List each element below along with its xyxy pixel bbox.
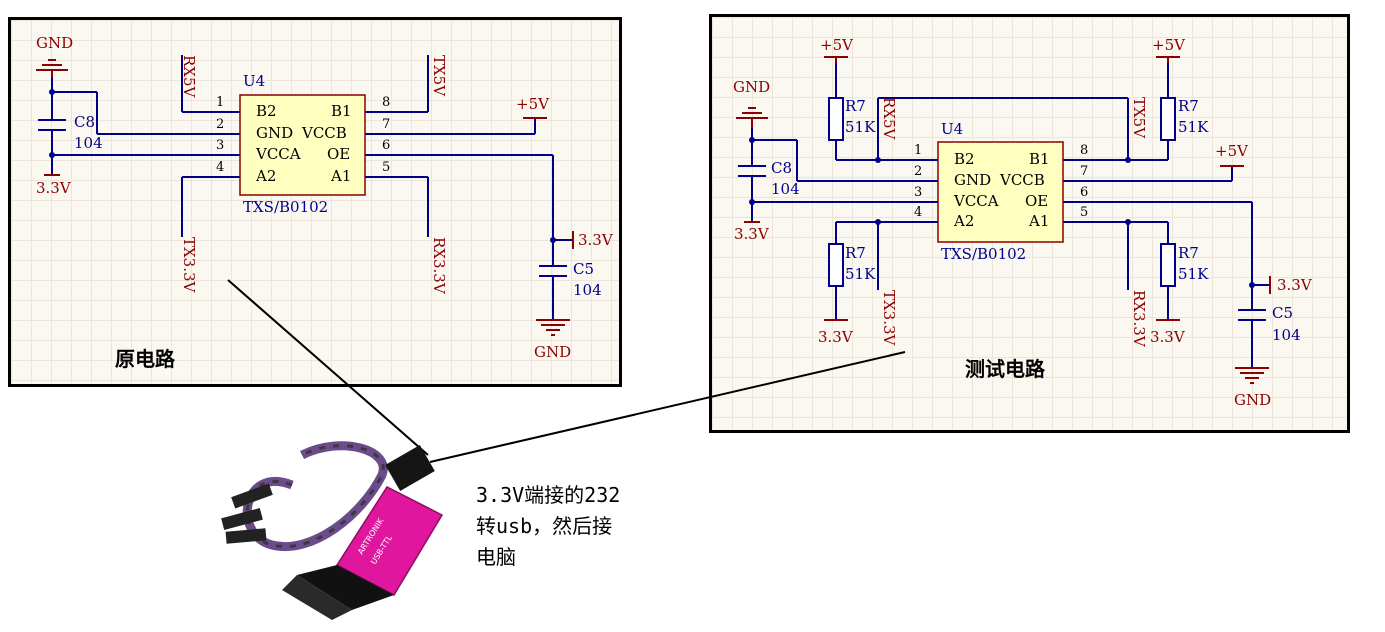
chip-body (239, 94, 366, 196)
net-5v: +5V (516, 95, 549, 113)
resistor-value: 51K (1178, 265, 1209, 283)
pin-label: A1 (1029, 212, 1050, 230)
net-3v3: 3.3V (1150, 328, 1185, 346)
pin-label: B1 (331, 102, 352, 120)
pin-label: B2 (256, 102, 277, 120)
net-gnd: GND (36, 34, 74, 52)
cap-ref: C8 (74, 113, 96, 131)
pin-label: OE (1025, 192, 1049, 210)
cap-ref: C5 (573, 260, 595, 278)
pin-number: 8 (382, 95, 391, 110)
pin-number: 6 (1080, 185, 1089, 200)
pin-label: VCCB (302, 124, 347, 142)
cap-value: 104 (1272, 326, 1301, 344)
pin-label: GND (954, 171, 992, 189)
net-5v: +5V (1152, 36, 1185, 54)
net-gnd: GND (1234, 391, 1272, 409)
resistor-body (1160, 243, 1176, 287)
resistor-value: 51K (845, 118, 876, 136)
pin-number: 4 (216, 160, 225, 175)
chip-name: TXS/B0102 (243, 198, 329, 216)
pin-label: VCCA (954, 192, 999, 210)
pin-number: 8 (1080, 143, 1089, 158)
cap-value: 104 (74, 134, 103, 152)
net-3v3: 3.3V (818, 328, 853, 346)
net-3v3: 3.3V (36, 179, 71, 197)
pin-label: A2 (954, 212, 975, 230)
pin-label: B1 (1029, 150, 1050, 168)
resistor-body (828, 97, 844, 141)
cap-ref: C5 (1272, 304, 1294, 322)
pin-label: OE (327, 145, 351, 163)
resistor-ref: R7 (845, 244, 866, 262)
resistor-value: 51K (845, 265, 876, 283)
original-circuit-panel (8, 17, 622, 387)
pin-number: 7 (1080, 164, 1089, 179)
pin-number: 5 (1080, 205, 1089, 220)
pin-number: 3 (914, 185, 923, 200)
pin-number: 7 (382, 117, 391, 132)
pin-label: A1 (331, 167, 352, 185)
pin-number: 6 (382, 138, 391, 153)
original-circuit-caption: 原电路 (115, 347, 175, 371)
annotation-line: 转usb，然后接 (476, 514, 613, 538)
net-gnd: GND (733, 78, 771, 96)
resistor-ref: R7 (845, 97, 866, 115)
pin-label: VCCB (1000, 171, 1045, 189)
test-circuit-caption: 测试电路 (965, 357, 1045, 381)
resistor-body (828, 243, 844, 287)
cap-value: 104 (573, 281, 602, 299)
annotation-line: 电脑 (476, 545, 516, 569)
net-3v3: 3.3V (578, 231, 613, 249)
pin-label: A2 (256, 167, 277, 185)
net-5v: +5V (820, 36, 853, 54)
net-5v: +5V (1215, 142, 1248, 160)
net-3v3: 3.3V (1277, 276, 1312, 294)
annotation-line: 3.3V端接的232 (476, 483, 621, 507)
annotation-text: 3.3V端接的232 转usb，然后接 电脑 (476, 480, 626, 573)
cap-value: 104 (771, 180, 800, 198)
pin-number: 2 (216, 117, 225, 132)
chip-body (937, 141, 1064, 243)
chip-ref: U4 (941, 120, 964, 138)
usb-ttl-adapter-image: ARTRONIK USB-TTL (212, 425, 467, 625)
net-3v3: 3.3V (734, 225, 769, 243)
pin-number: 4 (914, 205, 923, 220)
pin-label: GND (256, 124, 294, 142)
chip-name: TXS/B0102 (941, 245, 1027, 263)
resistor-ref: R7 (1178, 97, 1199, 115)
pin-label: VCCA (256, 145, 301, 163)
pin-number: 1 (914, 143, 923, 158)
resistor-body (1160, 97, 1176, 141)
resistor-ref: R7 (1178, 244, 1199, 262)
pin-number: 2 (914, 164, 923, 179)
pin-label: B2 (954, 150, 975, 168)
pin-number: 1 (216, 95, 225, 110)
net-gnd: GND (534, 343, 572, 361)
resistor-value: 51K (1178, 118, 1209, 136)
pin-number: 5 (382, 160, 391, 175)
chip-ref: U4 (243, 72, 266, 90)
cap-ref: C8 (771, 159, 793, 177)
pin-number: 3 (216, 138, 225, 153)
